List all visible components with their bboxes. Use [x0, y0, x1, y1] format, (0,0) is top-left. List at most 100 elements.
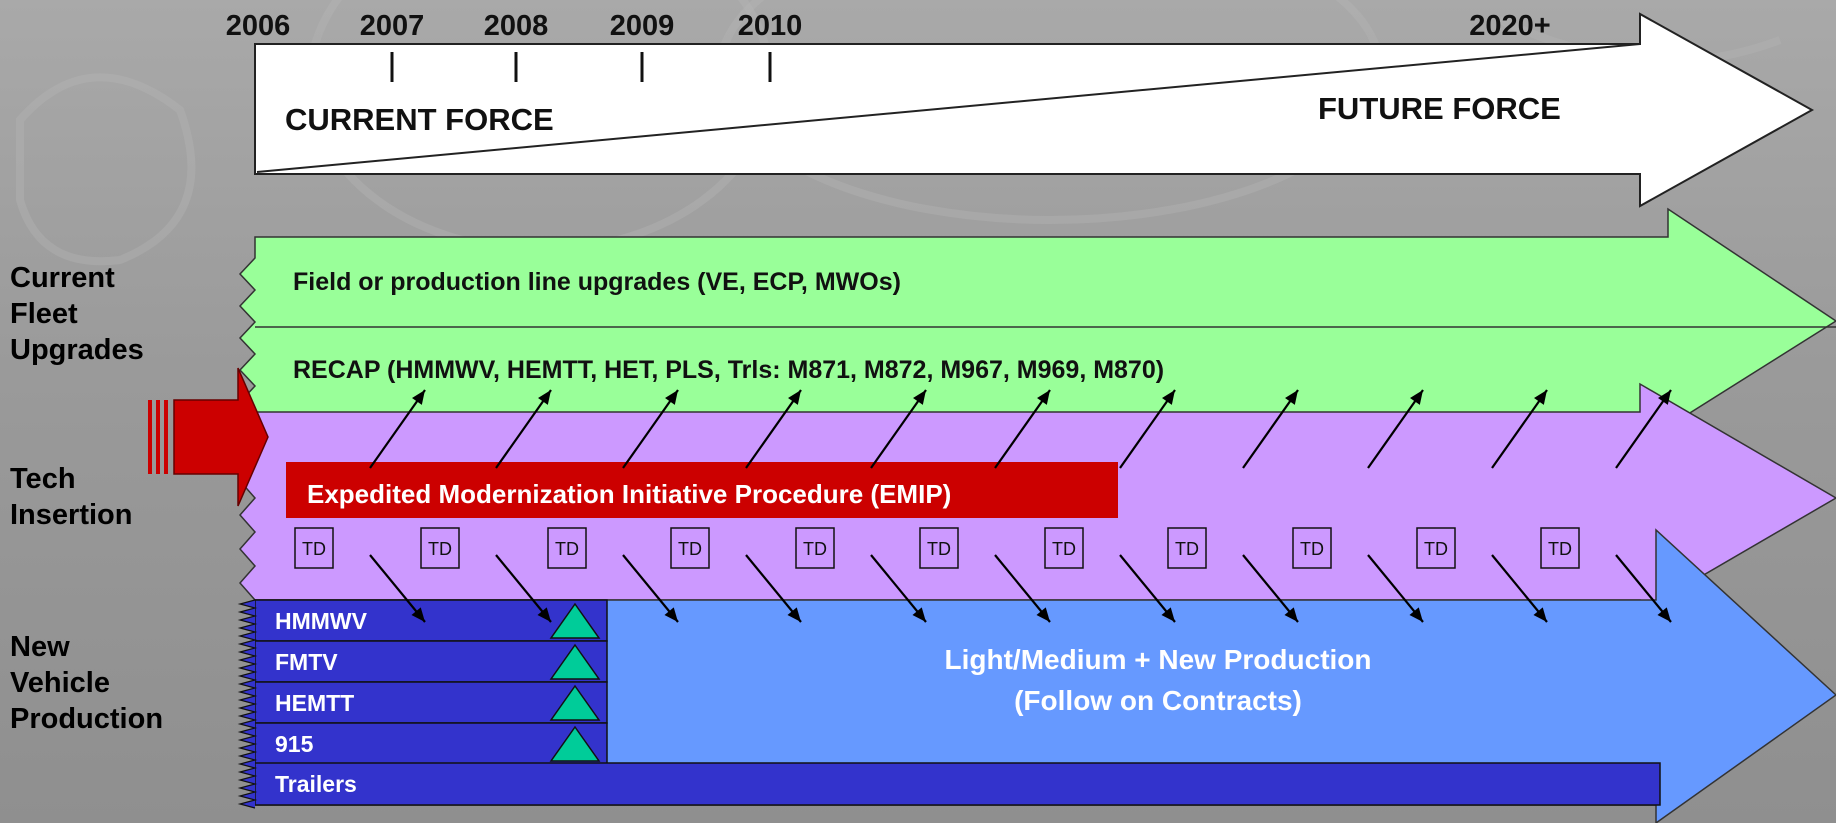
future-force-label: FUTURE FORCE	[1318, 91, 1561, 126]
td-box	[1416, 527, 1456, 569]
upgrade-arrow-head	[1534, 390, 1547, 405]
upgrade-arrow	[369, 389, 426, 469]
upgrade-arrow	[994, 389, 1051, 469]
upgrade-arrow	[1615, 389, 1672, 469]
upgrade-arrow-head	[538, 390, 551, 405]
production-arrow-head	[411, 607, 425, 622]
follow-on-line1: Light/Medium + New Production	[945, 644, 1372, 675]
production-arrow-head	[1284, 607, 1298, 622]
production-arrow	[369, 554, 426, 623]
upgrade-arrow-head	[1285, 390, 1298, 405]
production-arrow	[1491, 554, 1548, 623]
td-box	[1292, 527, 1332, 569]
emip-banner	[286, 462, 1118, 518]
upgrade-arrow-head	[1410, 390, 1423, 405]
milestone-triangle	[549, 602, 601, 639]
upgrade-arrow	[495, 389, 552, 469]
production-arrow-head	[1657, 607, 1671, 622]
upgrade-arrows	[369, 389, 1672, 469]
production-arrow-head	[537, 607, 551, 622]
milestone-triangles	[549, 602, 601, 762]
upgrade-arrow-head	[788, 390, 801, 405]
vehicle-label: HEMTT	[275, 690, 354, 716]
upgrade-arrow	[745, 389, 802, 469]
upgrade-arrow-head	[1658, 390, 1671, 405]
production-arrows	[369, 554, 1672, 623]
vehicle-label: 915	[275, 731, 314, 757]
td-label: TD	[1052, 539, 1076, 559]
milestone-triangle	[549, 684, 601, 721]
follow-on-line2: (Follow on Contracts)	[1014, 685, 1302, 716]
vehicle-label: FMTV	[275, 649, 338, 675]
production-arrow	[1119, 554, 1176, 623]
production-arrow	[1242, 554, 1299, 623]
production-arrow-head	[787, 607, 801, 622]
td-label: TD	[927, 539, 951, 559]
production-arrow-head	[1036, 607, 1050, 622]
vehicle-rows: HMMWV FMTV HEMTT 915	[254, 599, 608, 765]
milestone-triangle	[549, 725, 601, 762]
upgrade-arrow	[1367, 389, 1424, 469]
td-box	[1167, 527, 1207, 569]
td-box	[670, 527, 710, 569]
production-arrow	[745, 554, 802, 623]
td-label: TD	[302, 539, 326, 559]
vehicle-label: HMMWV	[275, 608, 368, 634]
td-label: TD	[803, 539, 827, 559]
upgrade-arrow	[622, 389, 679, 469]
upgrade-arrow-head	[1037, 390, 1050, 405]
td-box	[420, 527, 460, 569]
td-label: TD	[1300, 539, 1324, 559]
production-arrow-head	[912, 607, 926, 622]
production-zigzag-edge	[237, 599, 258, 809]
production-arrow-head	[1533, 607, 1547, 622]
upgrade-arrow	[1491, 389, 1548, 469]
year-label: 2020+	[1469, 10, 1550, 42]
td-box	[1044, 527, 1084, 569]
td-label: TD	[428, 539, 452, 559]
current-force-label: CURRENT FORCE	[285, 102, 554, 137]
td-label: TD	[1548, 539, 1572, 559]
field-upgrades-label: Field or production line upgrades (VE, E…	[293, 268, 901, 296]
production-arrow-head	[1409, 607, 1423, 622]
upgrade-arrow-head	[665, 390, 678, 405]
production-arrow	[1367, 554, 1424, 623]
td-box	[795, 527, 835, 569]
zigzag-edge	[237, 599, 258, 809]
current-fleet-band	[238, 207, 1836, 435]
milestone-triangle	[549, 643, 601, 680]
upgrade-arrow	[870, 389, 927, 469]
td-label: TD	[678, 539, 702, 559]
production-arrow-head	[1161, 607, 1175, 622]
timeline-ticks	[390, 52, 772, 82]
td-label: TD	[1175, 539, 1199, 559]
upgrade-arrow	[1119, 389, 1176, 469]
td-boxes: TD TD TD TD TD TD TD TD TD TD TD	[294, 527, 1580, 569]
vehicle-row	[254, 640, 608, 683]
production-arrow	[994, 554, 1051, 623]
td-box	[547, 527, 587, 569]
year-label: 2009	[610, 10, 675, 42]
trailers-bar	[254, 762, 1661, 806]
trailers-label: Trailers	[275, 771, 357, 797]
td-box	[294, 527, 334, 569]
recap-label: RECAP (HMMWV, HEMTT, HET, PLS, Trls: M87…	[293, 356, 1164, 384]
year-label: 2008	[484, 10, 549, 42]
td-box	[919, 527, 959, 569]
td-label: TD	[1424, 539, 1448, 559]
upgrade-arrow-head	[1162, 390, 1175, 405]
production-arrow	[1615, 554, 1672, 623]
td-box	[1540, 527, 1580, 569]
td-label: TD	[555, 539, 579, 559]
production-arrow	[870, 554, 927, 623]
emip-label: Expedited Modernization Initiative Proce…	[307, 479, 951, 509]
upgrade-arrow-head	[913, 390, 926, 405]
upgrade-arrow	[1242, 389, 1299, 469]
